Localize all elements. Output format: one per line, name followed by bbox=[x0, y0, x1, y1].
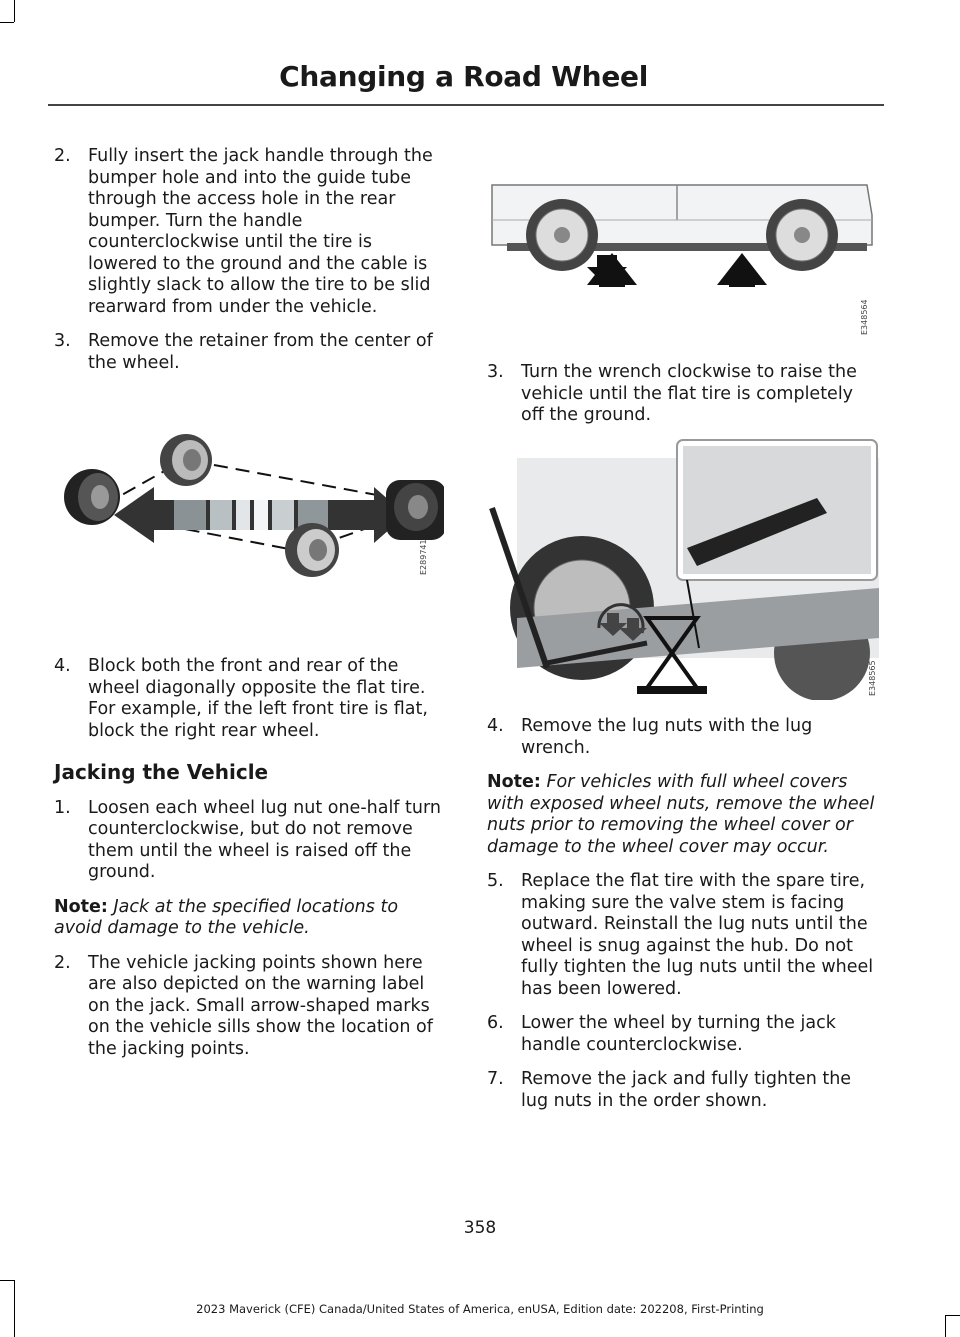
step-text: Lower the wheel by turning the jack hand… bbox=[521, 1013, 836, 1055]
tire-rotation-figure: E289741 bbox=[64, 434, 444, 577]
down-arrow bbox=[599, 613, 627, 636]
step-number: 3. bbox=[487, 362, 504, 382]
dashed-path bbox=[213, 464, 405, 501]
figure-code: E289741 bbox=[419, 539, 428, 575]
step-number: 1. bbox=[54, 797, 71, 818]
scissor-jack bbox=[643, 649, 701, 690]
note: Note: Jack at the specified locations to… bbox=[54, 897, 444, 940]
footer-edition: 2023 Maverick (CFE) Canada/United States… bbox=[196, 1302, 764, 1316]
crop-mark bbox=[0, 22, 14, 23]
step-number: 6. bbox=[487, 1013, 504, 1033]
tire-icon bbox=[386, 480, 444, 540]
arrow-segment bbox=[272, 500, 294, 530]
step-text: Fully insert the jack handle through the… bbox=[88, 146, 433, 317]
figure-code: E348565 bbox=[868, 660, 877, 696]
jack-raising-figure: E348565 bbox=[489, 439, 879, 700]
rocker-sill bbox=[507, 243, 867, 251]
step-text: Remove the lug nuts with the lug wrench. bbox=[521, 716, 813, 758]
crop-mark bbox=[945, 1315, 946, 1337]
wheel-icon bbox=[766, 199, 838, 271]
crop-mark bbox=[945, 1315, 960, 1316]
rotation-arrow bbox=[597, 603, 645, 634]
step-text: Turn the wrench clockwise to raise the v… bbox=[521, 362, 857, 425]
jack-head-detail bbox=[687, 498, 827, 566]
inset-leader bbox=[686, 579, 700, 649]
step-item: 5. Replace the flat tire with the spare … bbox=[487, 871, 877, 1000]
arrow-segment bbox=[254, 500, 268, 530]
step-text: The vehicle jacking points shown here ar… bbox=[88, 952, 433, 1059]
tire-icon bbox=[64, 469, 120, 525]
step-item: 2. The vehicle jacking points shown here… bbox=[54, 953, 444, 1061]
step-item: 7. Remove the jack and fully tighten the… bbox=[487, 1069, 877, 1112]
step-item: 6. Lower the wheel by turning the jack h… bbox=[487, 1013, 877, 1056]
crop-mark bbox=[14, 1280, 15, 1337]
step-item: 2. Fully insert the jack handle through … bbox=[54, 146, 444, 318]
note-text: For vehicles with full wheel covers with… bbox=[487, 772, 875, 857]
step-number: 7. bbox=[487, 1069, 504, 1089]
note-text: Jack at the specified locations to avoid… bbox=[54, 896, 399, 939]
wheel-icon bbox=[526, 199, 598, 271]
arrow-segment bbox=[174, 500, 206, 530]
jack-handle bbox=[546, 640, 648, 666]
step-number: 2. bbox=[54, 146, 71, 166]
jack-base bbox=[637, 686, 707, 694]
figure-code: E348564 bbox=[860, 299, 869, 335]
tire-icon bbox=[285, 523, 339, 577]
step-text: Replace the flat tire with the spare tir… bbox=[521, 871, 874, 999]
step-item: 3. Turn the wrench clockwise to raise th… bbox=[487, 362, 877, 427]
jack-point-arrow bbox=[587, 253, 637, 287]
crop-mark bbox=[14, 0, 15, 22]
down-arrow bbox=[619, 618, 647, 641]
note-label: Note: bbox=[54, 896, 108, 917]
left-column-lower: 4. Block both the front and rear of the … bbox=[54, 656, 444, 1073]
arrow-segment bbox=[236, 500, 250, 530]
tire-icon bbox=[160, 434, 212, 486]
step-number: 5. bbox=[487, 871, 504, 891]
step-item: 3. Remove the retainer from the center o… bbox=[54, 331, 444, 374]
page-number: 358 bbox=[463, 1218, 497, 1238]
arrow-segment bbox=[210, 500, 232, 530]
right-column-upper: 3. Turn the wrench clockwise to raise th… bbox=[487, 362, 877, 440]
step-item: 4. Remove the lug nuts with the lug wren… bbox=[487, 716, 877, 759]
step-text: Loosen each wheel lug nut one-half turn … bbox=[88, 797, 441, 883]
jacking-points-figure: E348564 bbox=[491, 184, 873, 335]
note: Note: For vehicles with full wheel cover… bbox=[487, 772, 877, 858]
step-text: Remove the retainer from the center of t… bbox=[88, 331, 433, 373]
section-heading: Jacking the Vehicle bbox=[54, 760, 269, 784]
jack-point-arrow bbox=[717, 253, 767, 287]
step-text: Remove the jack and fully tighten the lu… bbox=[521, 1069, 852, 1111]
step-number: 3. bbox=[54, 331, 71, 351]
left-column: 2. Fully insert the jack handle through … bbox=[54, 146, 444, 387]
step-text: Block both the front and rear of the whe… bbox=[88, 656, 428, 741]
step-number: 2. bbox=[54, 952, 71, 973]
right-column-lower: 4. Remove the lug nuts with the lug wren… bbox=[487, 716, 877, 1125]
vehicle-sill bbox=[517, 588, 879, 668]
step-number: 4. bbox=[54, 656, 71, 676]
header-rule bbox=[48, 104, 884, 106]
step-item: 4. Block both the front and rear of the … bbox=[54, 656, 444, 742]
page-title: Changing a Road Wheel bbox=[279, 60, 648, 93]
step-number: 4. bbox=[487, 716, 504, 736]
step-item: 1. Loosen each wheel lug nut one-half tu… bbox=[54, 798, 444, 884]
scissor-jack bbox=[643, 616, 701, 657]
jack-handle bbox=[489, 507, 550, 669]
crop-mark bbox=[0, 1280, 14, 1281]
note-label: Note: bbox=[487, 772, 541, 792]
